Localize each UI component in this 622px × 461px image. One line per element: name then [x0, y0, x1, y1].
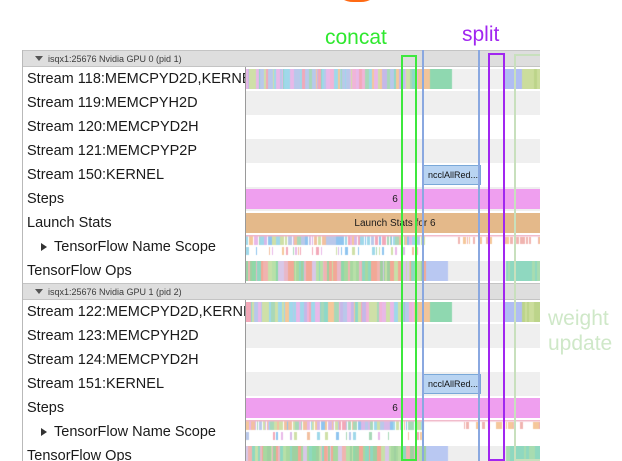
- track-label: Launch Stats: [23, 211, 245, 235]
- track-lane[interactable]: [245, 420, 540, 444]
- track-row-stream120[interactable]: Stream 120:MEMCPYD2H: [23, 115, 540, 139]
- track-label-expandable[interactable]: TensorFlow Name Scope: [23, 235, 245, 259]
- track-row-stream119[interactable]: Stream 119:MEMCPYH2D: [23, 91, 540, 115]
- launch-stats-slice[interactable]: Launch Stats for 6: [246, 213, 540, 233]
- track-lane[interactable]: Launch Stats for 6: [245, 211, 540, 235]
- track-lane[interactable]: [245, 91, 540, 115]
- track-row-tf-name-scope-gpu1[interactable]: TensorFlow Name Scope: [23, 420, 540, 444]
- collapse-caret-icon[interactable]: [35, 56, 43, 61]
- track-label: TensorFlow Ops: [23, 444, 245, 461]
- slice-bars: [246, 420, 540, 444]
- slice-bars: [246, 69, 540, 89]
- track-lane[interactable]: ncclAllRed...: [245, 163, 540, 187]
- track-row-steps-gpu1[interactable]: Steps 6: [23, 396, 540, 420]
- track-label: Steps: [23, 396, 245, 420]
- track-row-stream121[interactable]: Stream 121:MEMCPYP2P: [23, 139, 540, 163]
- track-lane[interactable]: [245, 300, 540, 324]
- track-row-stream151[interactable]: Stream 151:KERNEL ncclAllRed...: [23, 372, 540, 396]
- slice-bars: [246, 261, 540, 281]
- trace-timeline-panel[interactable]: isqx1:25676 Nvidia GPU 0 (pid 1) Stream …: [22, 50, 540, 461]
- track-lane[interactable]: [245, 67, 540, 91]
- track-label: Stream 119:MEMCPYH2D: [23, 91, 245, 115]
- track-row-stream118[interactable]: Stream 118:MEMCPYD2D,KERNEL,ME: [23, 67, 540, 91]
- process-group-header-gpu1[interactable]: isqx1:25676 Nvidia GPU 1 (pid 2): [23, 283, 540, 300]
- track-label: TensorFlow Name Scope: [54, 239, 216, 255]
- nccl-allreduce-slice[interactable]: ncclAllRed...: [423, 165, 481, 185]
- split-annotation-label: split: [462, 23, 500, 46]
- track-label: Stream 150:KERNEL: [23, 163, 245, 187]
- track-label: Stream 120:MEMCPYD2H: [23, 115, 245, 139]
- track-label: Stream 118:MEMCPYD2D,KERNEL,ME: [23, 67, 245, 91]
- track-lane[interactable]: [245, 348, 540, 372]
- track-row-tf-ops-gpu1[interactable]: TensorFlow Ops: [23, 444, 540, 461]
- track-row-launch-stats-gpu0[interactable]: Launch Stats Launch Stats for 6: [23, 211, 540, 235]
- track-lane[interactable]: 6: [245, 187, 540, 211]
- track-lane[interactable]: [245, 444, 540, 461]
- track-lane[interactable]: [245, 259, 540, 283]
- track-row-stream123[interactable]: Stream 123:MEMCPYH2D: [23, 324, 540, 348]
- step-slice[interactable]: 6: [246, 189, 540, 209]
- track-label: TensorFlow Ops: [23, 259, 245, 283]
- track-row-stream122[interactable]: Stream 122:MEMCPYD2D,KERNEL,MI: [23, 300, 540, 324]
- collapse-caret-icon[interactable]: [35, 289, 43, 294]
- track-lane[interactable]: [245, 235, 540, 259]
- track-label: Stream 124:MEMCPYD2H: [23, 348, 245, 372]
- track-label: Stream 121:MEMCPYP2P: [23, 139, 245, 163]
- track-lane[interactable]: [245, 139, 540, 163]
- track-lane[interactable]: [245, 115, 540, 139]
- track-row-tf-ops-gpu0[interactable]: TensorFlow Ops: [23, 259, 540, 283]
- weight-update-annotation-label: weight update: [548, 306, 612, 356]
- expand-triangle-icon[interactable]: [41, 428, 47, 436]
- slice-bars: [246, 302, 540, 322]
- weight-update-line-2: update: [548, 332, 613, 355]
- track-row-steps-gpu0[interactable]: Steps 6: [23, 187, 540, 211]
- track-label: Stream 151:KERNEL: [23, 372, 245, 396]
- track-label: Steps: [23, 187, 245, 211]
- track-lane[interactable]: ncclAllRed...: [245, 372, 540, 396]
- process-group-header-gpu0[interactable]: isqx1:25676 Nvidia GPU 0 (pid 1): [23, 50, 540, 67]
- track-label: Stream 123:MEMCPYH2D: [23, 324, 245, 348]
- process-group-title: isqx1:25676 Nvidia GPU 0 (pid 1): [48, 53, 182, 64]
- track-label: TensorFlow Name Scope: [54, 424, 216, 440]
- track-label-expandable[interactable]: TensorFlow Name Scope: [23, 420, 245, 444]
- track-row-tf-name-scope-gpu0[interactable]: TensorFlow Name Scope: [23, 235, 540, 259]
- slice-bars: [246, 446, 540, 461]
- track-label: Stream 122:MEMCPYD2D,KERNEL,MI: [23, 300, 245, 324]
- nccl-allreduce-slice[interactable]: ncclAllRed...: [423, 374, 481, 394]
- weight-update-line-1: weight: [548, 307, 609, 330]
- track-lane[interactable]: [245, 324, 540, 348]
- process-group-title: isqx1:25676 Nvidia GPU 1 (pid 2): [48, 286, 182, 297]
- step-slice[interactable]: 6: [246, 398, 540, 418]
- track-row-stream150[interactable]: Stream 150:KERNEL ncclAllRed...: [23, 163, 540, 187]
- expand-triangle-icon[interactable]: [41, 243, 47, 251]
- slice-bars: [246, 235, 540, 259]
- concat-annotation-label: concat: [325, 26, 387, 49]
- track-lane[interactable]: 6: [245, 396, 540, 420]
- track-row-stream124[interactable]: Stream 124:MEMCPYD2H: [23, 348, 540, 372]
- orange-annotation-clip: [338, 0, 376, 2]
